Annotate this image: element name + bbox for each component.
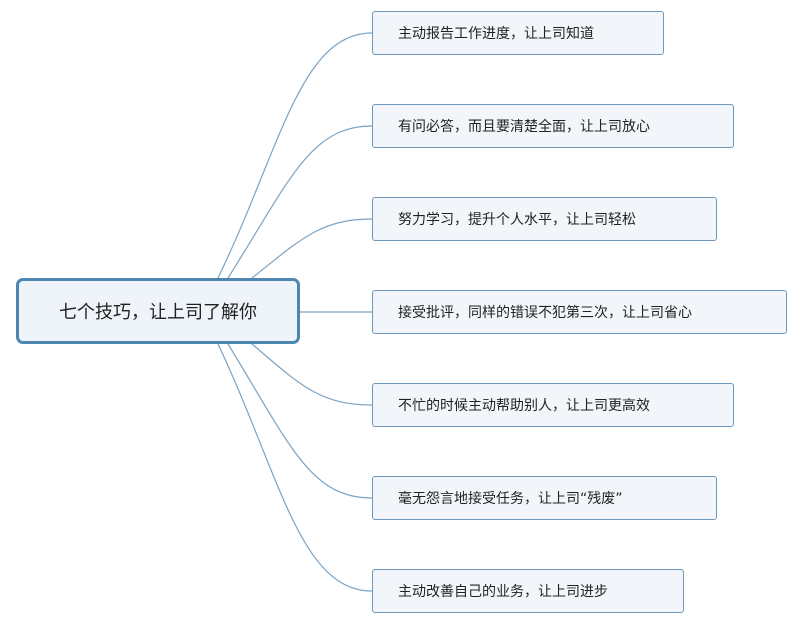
branch-topic-2[interactable]: 有问必答，而且要清楚全面，让上司放心 bbox=[372, 104, 734, 148]
branch-topic-1[interactable]: 主动报告工作进度，让上司知道 bbox=[372, 11, 664, 55]
root-topic[interactable]: 七个技巧，让上司了解你 bbox=[16, 278, 300, 344]
connector-branch-3 bbox=[251, 218, 373, 279]
branch-topic-5[interactable]: 不忙的时候主动帮助别人，让上司更高效 bbox=[372, 383, 734, 427]
connector-branch-5 bbox=[251, 343, 373, 406]
branch-topic-7[interactable]: 主动改善自己的业务，让上司进步 bbox=[372, 569, 684, 613]
connector-branch-1 bbox=[217, 32, 373, 279]
branch-topic-3[interactable]: 努力学习，提升个人水平，让上司轻松 bbox=[372, 197, 717, 241]
connector-branch-2 bbox=[227, 125, 373, 279]
connector-branch-6 bbox=[227, 343, 373, 499]
branch-topic-6[interactable]: 毫无怨言地接受任务，让上司“残废” bbox=[372, 476, 717, 520]
branch-topic-4[interactable]: 接受批评，同样的错误不犯第三次，让上司省心 bbox=[372, 290, 787, 334]
connector-branch-7 bbox=[217, 343, 373, 592]
